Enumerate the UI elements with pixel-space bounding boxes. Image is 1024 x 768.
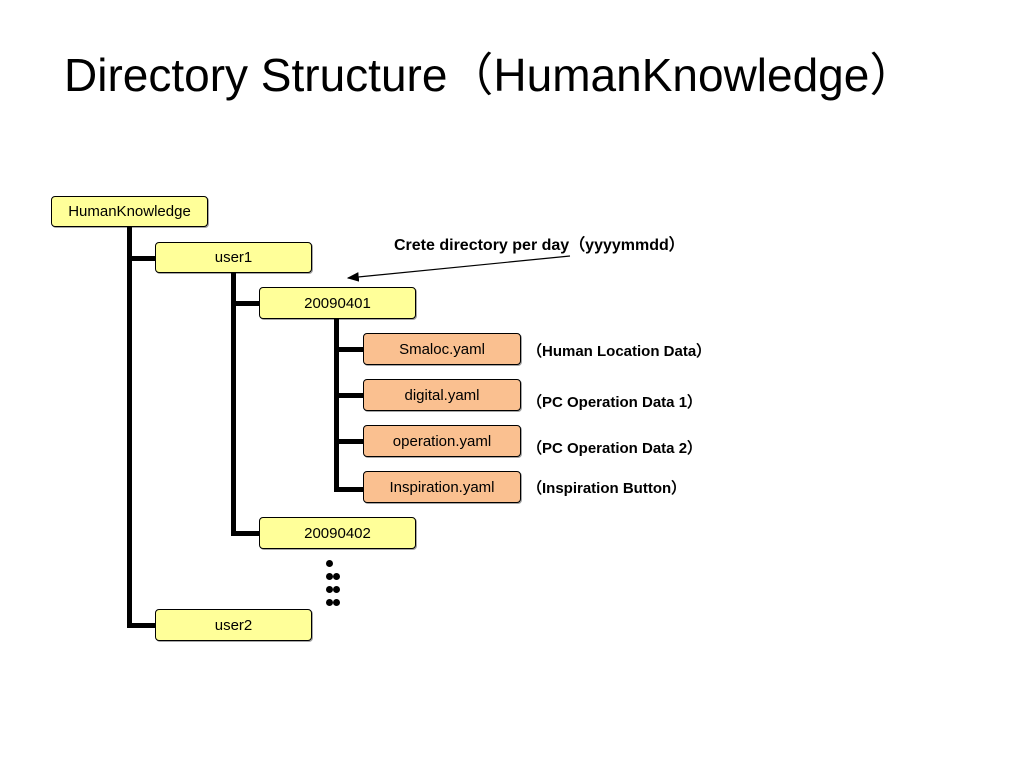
connector-file-2 [334, 393, 364, 398]
continuation-dot [326, 599, 333, 606]
note-inspiration-button: （Inspiration Button） [527, 480, 687, 497]
note-per-day: Crete directory per day（yyyymmdd） [394, 237, 685, 254]
connector-user1-vertical [231, 272, 236, 536]
note-human-location: （Human Location Data） [527, 343, 712, 360]
continuation-dot [333, 573, 340, 580]
connector-user1 [127, 256, 156, 261]
node-20090402: 20090402 [259, 517, 416, 549]
connector-file-4 [334, 487, 364, 492]
slide-title: Directory Structure（HumanKnowledge） [64, 49, 916, 101]
connector-day2 [231, 531, 260, 536]
connector-root-vertical [127, 226, 132, 628]
node-file-operation: operation.yaml [363, 425, 521, 457]
continuation-dot [326, 586, 333, 593]
note-pc-operation-2: （PC Operation Data 2） [527, 440, 703, 457]
connector-file-3 [334, 439, 364, 444]
continuation-dot [326, 560, 333, 567]
connector-day1-vertical [334, 318, 339, 492]
node-file-digital: digital.yaml [363, 379, 521, 411]
node-20090401: 20090401 [259, 287, 416, 319]
continuation-dot [333, 599, 340, 606]
node-user2: user2 [155, 609, 312, 641]
node-file-smaloc: Smaloc.yaml [363, 333, 521, 365]
node-file-inspiration: Inspiration.yaml [363, 471, 521, 503]
connector-file-1 [334, 347, 364, 352]
connector-user2 [127, 623, 156, 628]
connector-day1 [231, 301, 260, 306]
note-pc-operation-1: （PC Operation Data 1） [527, 394, 703, 411]
node-user1: user1 [155, 242, 312, 273]
continuation-dot [333, 586, 340, 593]
node-humanknowledge: HumanKnowledge [51, 196, 208, 227]
continuation-dot [326, 573, 333, 580]
